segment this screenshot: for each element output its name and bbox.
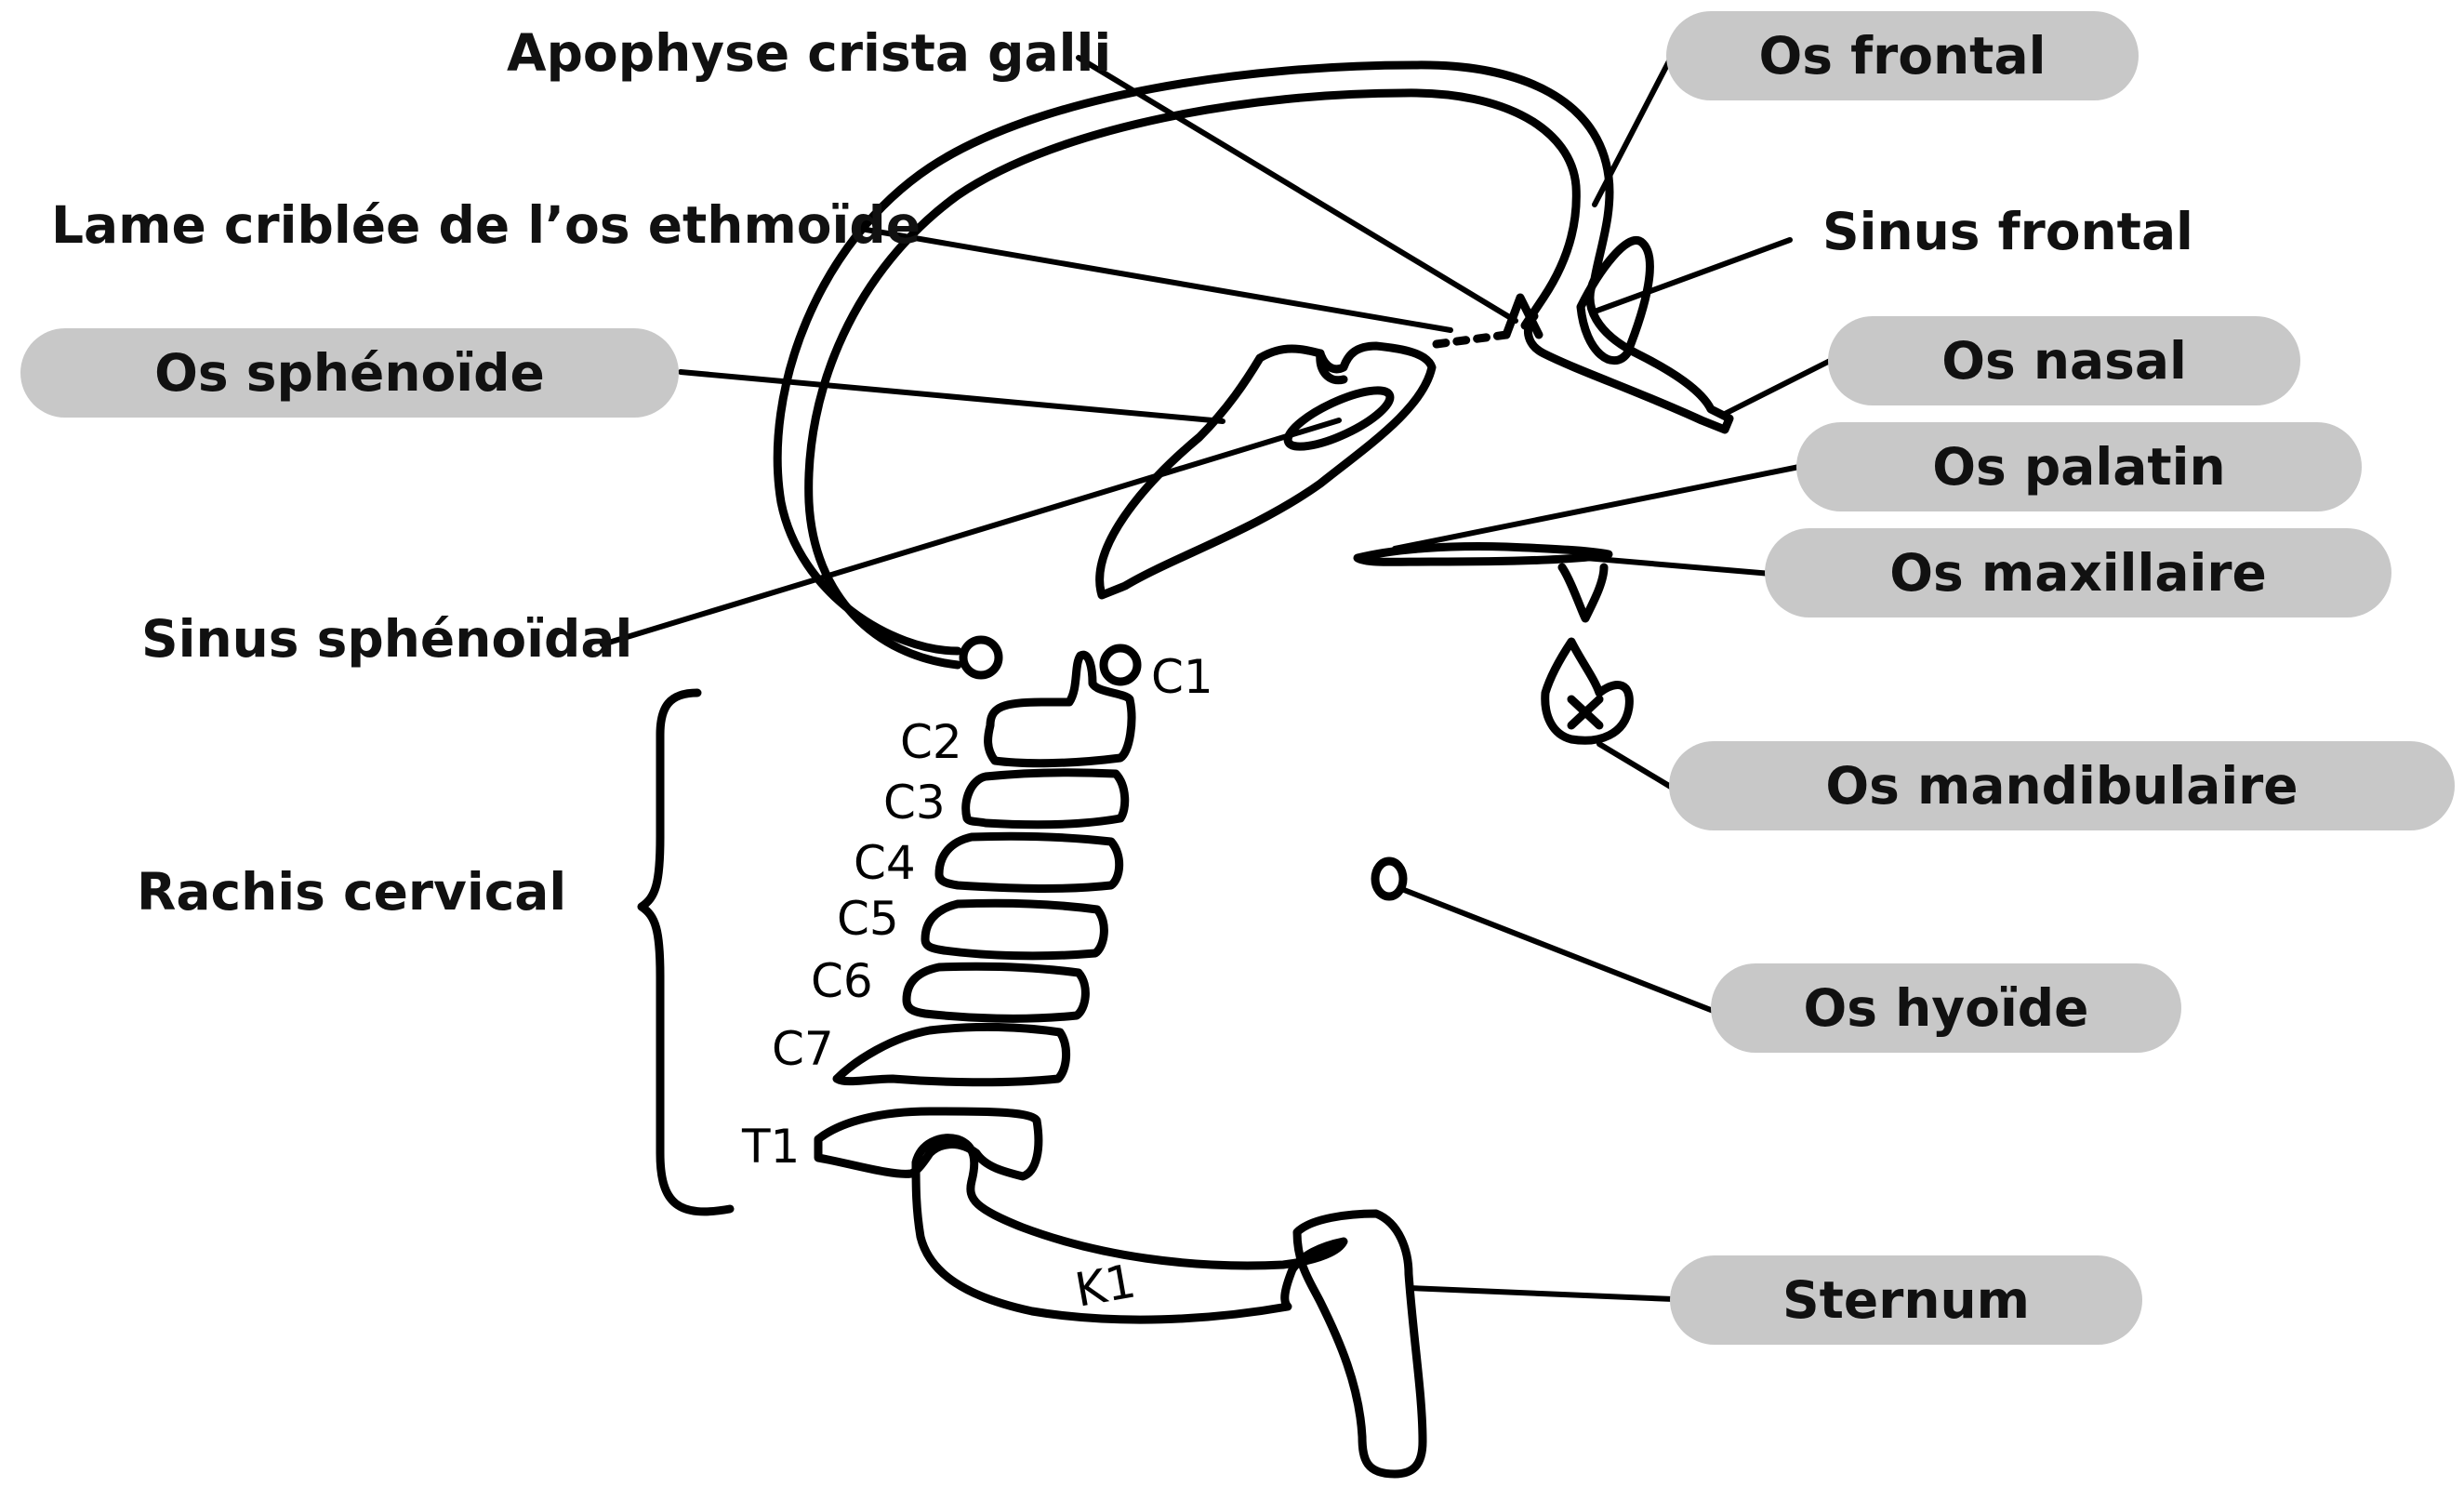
leader-os-hyoide: [1399, 888, 1716, 1012]
label-rachis-cervical: Rachis cervical: [137, 867, 566, 918]
leader-os-palatin: [1395, 467, 1799, 549]
label-lame-criblee: Lame criblée de l’os ethmoïde: [51, 200, 921, 251]
pill-os-maxillaire: Os maxillaire: [1765, 528, 2391, 617]
vertebra-c5: [925, 903, 1104, 956]
pill-os-palatin: Os palatin: [1796, 422, 2362, 511]
pill-os-hyoide: Os hyoïde: [1711, 963, 2181, 1053]
leader-lame: [855, 228, 1451, 330]
cervical-brace: [642, 693, 730, 1212]
label-c3: C3: [883, 776, 946, 830]
vertebra-c7: [837, 1027, 1066, 1082]
label-c7: C7: [772, 1022, 834, 1076]
vertebra-c2: [988, 655, 1132, 763]
mandible-cross: [1571, 699, 1599, 725]
occipital-condyle: [963, 640, 999, 675]
label-sinus-sphenoidal: Sinus sphénoïdal: [141, 614, 632, 665]
label-c4: C4: [854, 836, 916, 890]
vertebra-c3: [966, 773, 1125, 825]
label-c2: C2: [900, 715, 962, 769]
label-t1: T1: [741, 1120, 800, 1174]
leader-os-frontal: [1595, 56, 1672, 205]
leader-os-nasal: [1725, 360, 1832, 414]
maxillary-tooth: [1562, 567, 1604, 618]
skull-vault-inner: [809, 93, 1577, 665]
hyoid-bone: [1375, 861, 1403, 896]
atlas-c1: [1104, 648, 1137, 682]
pill-os-mandibulaire: Os mandibulaire: [1669, 741, 2455, 830]
vertebra-c6: [907, 966, 1085, 1018]
pill-os-frontal: Os frontal: [1666, 11, 2139, 100]
leader-os-mandibulaire: [1599, 744, 1674, 789]
label-sinus-frontal: Sinus frontal: [1822, 206, 2193, 258]
label-k1: K1: [1071, 1254, 1140, 1317]
leader-sternum: [1409, 1288, 1674, 1299]
pill-os-nasal: Os nasal: [1828, 316, 2300, 405]
leader-os-sphenoide: [681, 372, 1223, 421]
mandible: [1545, 642, 1630, 740]
pill-sternum: Sternum: [1670, 1255, 2142, 1345]
skull-vault-outer: [777, 65, 1729, 651]
leader-os-maxillaire: [1585, 558, 1771, 574]
label-c5: C5: [837, 892, 899, 946]
pill-os-sphenoide: Os sphénoïde: [20, 328, 679, 418]
label-apophyse-crista-galli: Apophyse crista galli: [507, 28, 1111, 79]
cribriform-plate: [1437, 335, 1506, 344]
label-c6: C6: [811, 954, 873, 1008]
label-c1: C1: [1151, 650, 1213, 704]
vertebra-c4: [939, 836, 1119, 888]
